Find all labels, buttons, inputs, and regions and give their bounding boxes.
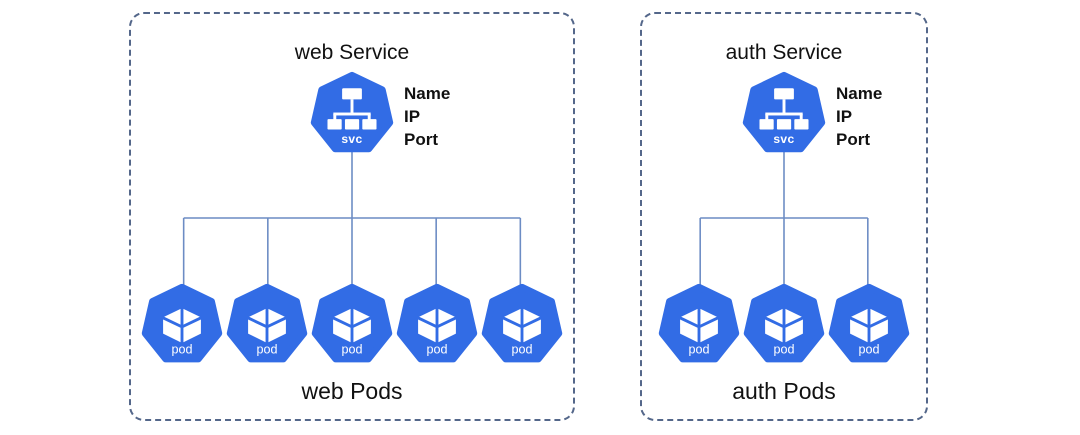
pod-icon: pod — [827, 283, 911, 367]
pod-icon-label: pod — [688, 343, 709, 357]
pod-icon: pod — [395, 283, 479, 367]
pod-icon: pod — [225, 283, 309, 367]
svc-icon-label: svc — [341, 132, 362, 146]
pods-row: pod pod pod pod — [140, 283, 564, 367]
pod-icon: pod — [657, 283, 741, 367]
pod-icon-label: pod — [773, 343, 794, 357]
service-box-title: auth Service — [725, 41, 843, 64]
pod-icon: pod — [742, 283, 826, 367]
k8s-service-icon: svc — [741, 71, 827, 157]
pods-caption: auth Pods — [732, 378, 836, 404]
pod-icon-label: pod — [341, 343, 362, 357]
service-label: Port — [836, 130, 870, 149]
service-label: IP — [836, 107, 853, 126]
pod-icon: pod — [310, 283, 394, 367]
service-label: Name — [836, 84, 883, 103]
pods-caption: web Pods — [301, 378, 403, 404]
service-box-title: web Service — [294, 41, 410, 64]
pod-icon-label: pod — [426, 343, 447, 357]
pod-icon-label: pod — [511, 343, 532, 357]
svc-icon-label: svc — [773, 132, 794, 146]
k8s-service-icon: svc — [309, 71, 395, 157]
pod-icon-label: pod — [858, 343, 879, 357]
pods-row: pod pod pod — [657, 283, 911, 367]
pod-icon: pod — [140, 283, 224, 367]
service-label: Name — [404, 84, 451, 103]
service-label: Port — [404, 130, 438, 149]
pod-icon: pod — [480, 283, 564, 367]
pod-icon-label: pod — [256, 343, 277, 357]
service-label: IP — [404, 107, 421, 126]
pod-icon-label: pod — [171, 343, 192, 357]
